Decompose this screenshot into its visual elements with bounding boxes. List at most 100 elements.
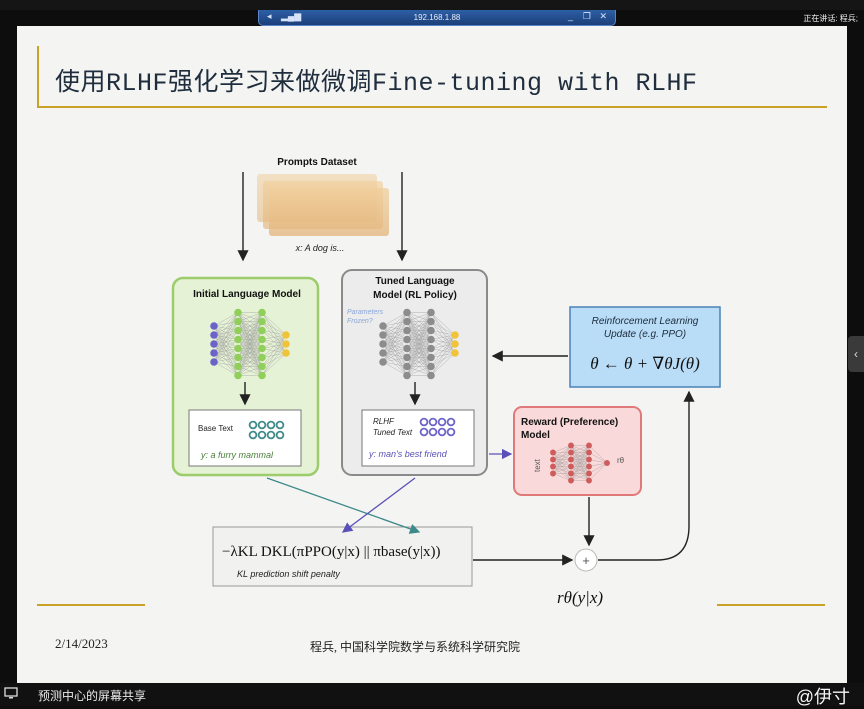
rlhf-diagram: Prompts Dataset x: A dog is... Initial L… [171,157,721,607]
rl-update-title-line2: Update (e.g. PPO) [604,329,686,340]
prompts-dataset-stack [257,174,389,236]
network-node [550,463,556,470]
rl-update-equation: θ ← θ + ∇θJ(θ) [590,354,700,373]
network-edge [430,334,456,376]
network-node [258,344,266,353]
network-edge [406,312,432,367]
remote-session-toolbar[interactable]: ◂ ▂▄▆ 192.168.1.88 _ ❐ ✕ [258,10,616,26]
slide-title: 使用RLHF强化学习来做微调Fine-tuning with RLHF [55,69,698,98]
network-edge [382,361,408,376]
network-node [568,456,574,463]
network-node [550,449,556,456]
network-edge [406,312,432,331]
network-node [379,340,387,348]
prompt-example: x: A dog is... [295,243,345,253]
network-edge [382,321,408,363]
network-edge [430,334,456,340]
token-dot [275,430,285,440]
network-node [550,470,556,477]
network-node [427,308,435,317]
network-edge [261,334,287,376]
network-node [403,317,411,326]
network-node [427,326,435,335]
network-edge [382,361,408,367]
network-node [282,340,290,348]
network-edge [213,312,239,345]
footer-line-right [717,604,825,606]
network-node [234,371,242,380]
network-edge [430,343,456,376]
side-panel-toggle[interactable]: ‹ [848,336,864,372]
network-edge [382,339,408,363]
network-edge [570,466,590,481]
network-node [403,362,411,371]
network-node [586,470,592,477]
network-edge [213,361,239,367]
network-edge [430,321,456,336]
network-edge [261,334,287,349]
token-dot [419,427,429,437]
network-edge [213,348,239,363]
network-edge [552,452,572,474]
close-icon[interactable]: ✕ [599,11,607,21]
network-edge [237,312,263,331]
network-edge [406,330,432,376]
network-edge [261,312,287,336]
minimize-icon[interactable]: _ [567,11,573,21]
network-node [403,353,411,362]
network-edge [261,334,287,358]
network-node [210,349,218,357]
pin-icon[interactable]: ◂ [267,11,272,21]
network-node [258,335,266,344]
token-dot [248,430,258,440]
network-node [210,331,218,339]
network-edge [430,352,456,376]
network-edge [570,459,590,481]
network-edge [213,357,239,363]
network-edge [570,445,590,453]
reward-formula: rθ(y|x) [557,588,603,607]
network-edge [570,445,590,467]
network-node [379,349,387,357]
token-dot [437,427,447,437]
reward-input-label: text [533,458,542,472]
network-edge [237,348,263,376]
rl-update-box [569,306,721,388]
network-edge [382,312,408,327]
network-edge [552,445,572,460]
reward-model-box [513,406,642,496]
network-edge [570,445,590,460]
token-dot [437,417,447,427]
network-edge [261,330,287,336]
prompts-dataset-label: Prompts Dataset [277,157,357,168]
network-node [234,317,242,326]
network-edge [430,334,456,349]
network-edge [382,312,408,363]
frozen-label-line2: Frozen? [347,318,373,325]
network-edge [261,343,287,376]
rlhf-text-label-line1: RLHF [373,417,395,426]
network-node [234,335,242,344]
network-edge [552,445,572,467]
network-node [258,308,266,317]
network-node [586,477,592,484]
network-edge [237,330,263,376]
network-edge [261,321,287,336]
network-edge [406,357,432,376]
network-node [234,353,242,362]
token-dot [248,420,258,430]
network-node [451,331,459,339]
network-edge [382,312,408,354]
network-node [234,308,242,317]
network-edge [261,334,287,340]
slide: 使用RLHF强化学习来做微调Fine-tuning with RLHF Prom… [17,26,847,683]
screen-share-label: 预测中心的屏幕共享 [38,689,147,703]
network-node [550,456,556,463]
network-node [234,326,242,335]
network-edge [382,348,408,363]
token-dot [266,420,276,430]
restore-icon[interactable]: ❐ [582,11,591,21]
network-node [568,470,574,477]
network-edge [213,312,239,336]
token-dot [419,417,429,427]
